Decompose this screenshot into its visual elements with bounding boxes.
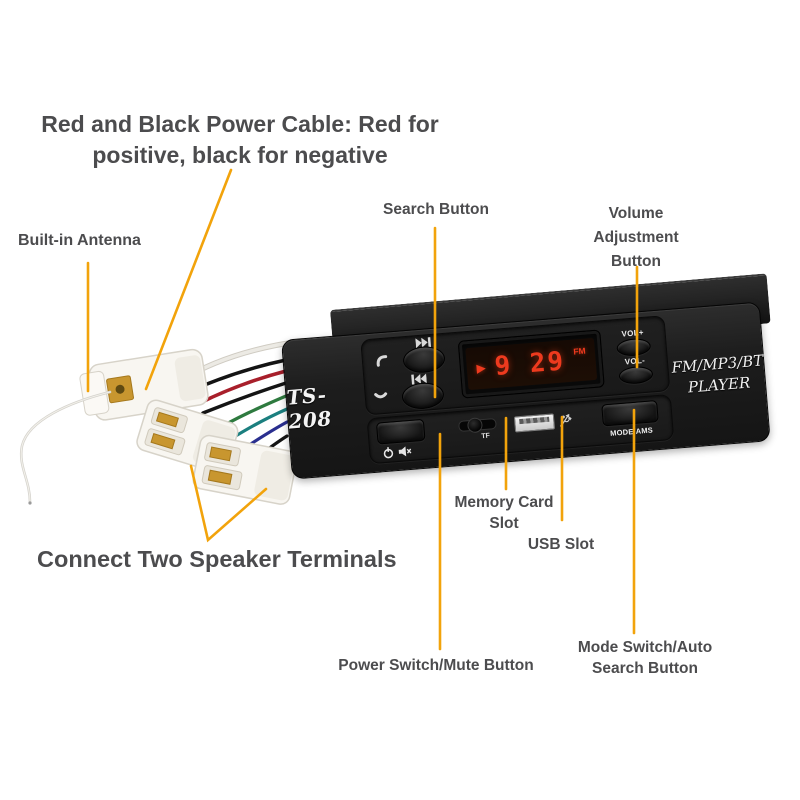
mode-control: MODE/AMS: [596, 400, 665, 439]
top-control-row: ▶ 9 29 FM VOL+ VOL-: [360, 315, 671, 416]
usb-port-area: [514, 412, 572, 433]
tf-card-slot[interactable]: TF: [452, 417, 504, 443]
mute-icon: [398, 446, 412, 457]
antenna-power-connector: [79, 348, 209, 421]
search-button-label: Search Button: [383, 201, 489, 218]
next-track-icon: [415, 337, 432, 349]
power-switch-label: Power Switch/Mute Button: [338, 657, 534, 674]
power-mute-button[interactable]: [376, 418, 426, 445]
antenna-label: Built-in Antenna: [18, 232, 141, 249]
play-indicator: ▶: [475, 360, 487, 376]
vol-up-button[interactable]: [616, 336, 652, 357]
display-bezel: ▶ 9 29 FM: [457, 329, 605, 399]
band-indicator: FM: [572, 345, 586, 357]
phone-track-cluster: [368, 337, 457, 411]
mode-ams-label: MODE/AMS: [609, 425, 654, 438]
led-display: ▶ 9 29 FM: [465, 337, 598, 391]
model-label: TS-208: [285, 382, 333, 434]
call-end-icon: [374, 392, 388, 399]
speaker-terminals-label: Connect Two Speaker Terminals: [37, 546, 397, 572]
power-control: [376, 418, 443, 460]
usb-port[interactable]: [514, 413, 556, 433]
usb-slot-label: USB Slot: [527, 536, 595, 553]
usb-pins: [519, 416, 550, 425]
tf-slot-opening: [458, 417, 498, 434]
speaker-connector-1: [136, 399, 239, 474]
tf-knob: [467, 417, 484, 434]
call-answer-button[interactable]: [402, 344, 447, 375]
volume-controls: VOL+ VOL-: [606, 326, 662, 385]
prev-track-icon: [411, 373, 428, 385]
model-panel: TS-208: [282, 335, 368, 479]
vol-down-button[interactable]: [618, 364, 654, 385]
antenna-wire: [19, 390, 112, 505]
speaker-connector-2: [192, 434, 298, 505]
vol-down-label: VOL-: [624, 355, 646, 366]
frequency-readout: 9 29: [493, 346, 567, 382]
vol-up-label: VOL+: [621, 327, 645, 339]
mode-ams-button[interactable]: [601, 400, 659, 427]
leader-power-cable: [144, 168, 233, 391]
power-icon: [383, 447, 394, 459]
call-end-button[interactable]: [401, 381, 446, 411]
usb-icon: [560, 413, 572, 427]
control-panel: ▶ 9 29 FM VOL+ VOL-: [357, 310, 678, 472]
call-answer-icon: [376, 355, 388, 367]
leader-speaker-terminals: [189, 464, 268, 543]
tf-label: TF: [481, 432, 491, 441]
